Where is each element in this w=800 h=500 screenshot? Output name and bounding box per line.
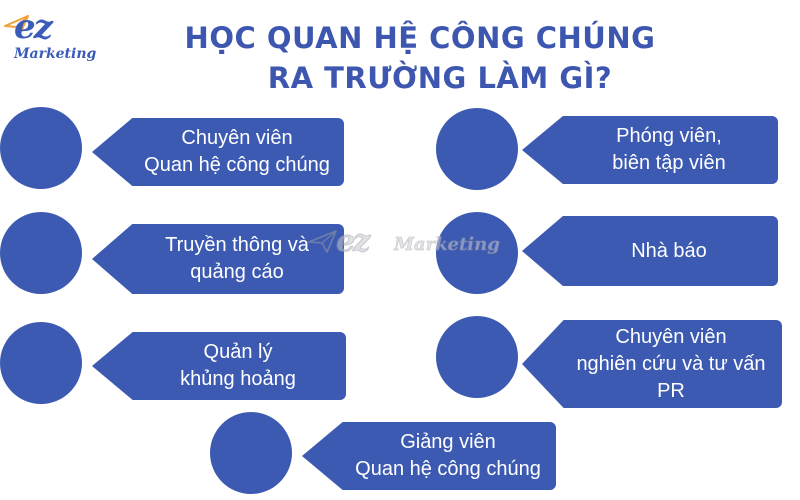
paper-plane-icon [4, 15, 29, 35]
career-label-line: Quản lý [203, 341, 273, 363]
career-label-box: Truyền thông và quảng cáo [92, 224, 344, 294]
career-label-line: Phóng viên, [616, 125, 722, 147]
career-label-line: biên tập viên [612, 152, 726, 174]
career-label-line: Quan hệ công chúng [355, 458, 541, 480]
career-label-box: Phóng viên, biên tập viên [522, 116, 778, 184]
paper-plane-icon [308, 230, 337, 253]
page-title: HỌC QUAN HỆ CÔNG CHÚNG RA TRƯỜNG LÀM GÌ? [140, 18, 700, 98]
career-node-circle [0, 107, 82, 189]
career-node-circle [436, 108, 518, 190]
career-node-circle [0, 322, 82, 404]
title-line-1: HỌC QUAN HỆ CÔNG CHÚNG [184, 21, 656, 55]
career-label-line: Giảng viên [400, 431, 496, 453]
career-label-line: Chuyên viên [615, 325, 727, 348]
career-label-box: Nhà báo [522, 216, 778, 286]
career-label-line: PR [657, 379, 685, 402]
career-label-line: quảng cáo [190, 261, 284, 283]
watermark-mark: ez [335, 224, 370, 260]
career-node-circle [210, 412, 292, 494]
career-label-line: Quan hệ công chúng [144, 154, 330, 176]
career-node-circle [436, 316, 518, 398]
career-label-line: Nhà báo [631, 239, 707, 262]
logo-mark: ez [14, 7, 53, 47]
career-node-circle [0, 212, 82, 294]
career-label-line: Truyền thông và [165, 234, 309, 256]
career-node-circle [436, 212, 518, 294]
career-label-line: Chuyên viên [181, 127, 293, 149]
brand-logo: ez Marketing [4, 7, 96, 66]
career-label-line: khủng hoảng [180, 368, 296, 390]
career-label-line: nghiên cứu và tư vấn [576, 352, 766, 375]
career-label-box: Quản lý khủng hoảng [92, 332, 346, 400]
watermark: ez Marketing [308, 224, 508, 264]
title-line-2: RA TRƯỜNG LÀM GÌ? [267, 61, 613, 95]
watermark-word: Marketing [394, 234, 500, 256]
logo-wordmark: Marketing [14, 46, 97, 62]
